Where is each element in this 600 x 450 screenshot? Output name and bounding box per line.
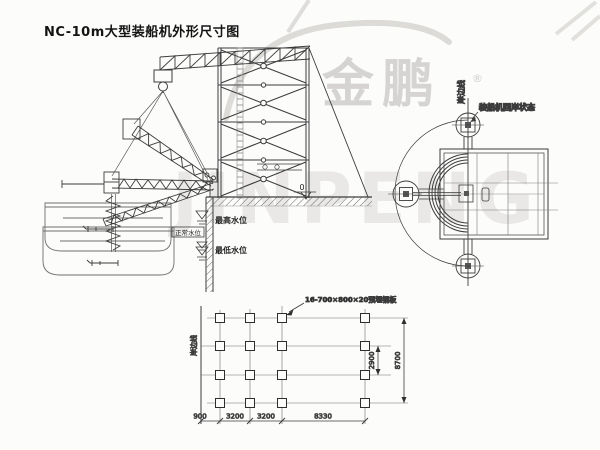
coupling-cylinder (481, 187, 490, 202)
boom-horizontal (61, 171, 214, 194)
registered-mark: ® (472, 72, 483, 85)
anchor-plate (360, 370, 370, 380)
boom-lowered (102, 182, 215, 227)
rail-ring-arcs (428, 153, 469, 233)
anchor-plate (360, 341, 370, 351)
watermark-chinese: 金鹏 (322, 55, 443, 115)
dim-3200b: 3200 (257, 413, 275, 421)
zero-level-marker: 0 (294, 183, 316, 200)
anchor-plate (245, 398, 255, 408)
watermark-stroke-left (286, 0, 311, 34)
side-view: 最高水位 正常水位 最低水位 0 (42, 45, 372, 292)
anchor-plate (277, 313, 287, 323)
jib-truss (159, 45, 311, 71)
slewing-arc (394, 119, 469, 267)
label-min-water: 最低水位 (215, 245, 247, 255)
plate-note: 16-700×800×20预埋钢板 (286, 295, 398, 316)
anchor-plate (245, 370, 255, 380)
bottom-bogie (452, 239, 484, 279)
anchor-plate (215, 398, 225, 408)
tower-railing (257, 163, 302, 171)
label-shoreline-foundation: 岸边线 (189, 335, 198, 356)
water-level-max: 最高水位 (195, 210, 247, 225)
anchor-plate (245, 341, 255, 351)
anchor-plate (277, 398, 287, 408)
backstay-line (308, 47, 369, 198)
top-bogie (452, 112, 484, 149)
label-shoreline-plan: 岸边线 (456, 80, 466, 104)
dim-900: 900 (193, 413, 206, 421)
leader-arrow (470, 116, 476, 122)
dimension-bottom: 900 3200 3200 8330 (193, 412, 369, 425)
quay-wall (205, 196, 372, 292)
anchor-plates (215, 313, 370, 408)
tower-truss (217, 47, 310, 199)
drive-house (122, 118, 141, 140)
foundation-grid (201, 306, 408, 424)
gantry-frame (439, 148, 558, 240)
machinery-house (103, 171, 120, 194)
dimension-bay: 2900 (368, 346, 381, 375)
water-level-normal: 正常水位 (171, 226, 208, 251)
ship-hulls (42, 202, 175, 276)
anchor-plate (360, 398, 370, 408)
plan-view: 岸边线 装船机回岸状态 (388, 80, 558, 286)
hoist-cables (111, 90, 214, 185)
leader-arrow (286, 309, 294, 316)
ground-hatch (206, 197, 372, 206)
water-level-min: 最低水位 (195, 245, 247, 261)
inner-mast (236, 47, 244, 199)
chute-spout-lower (86, 259, 119, 266)
label-return-state: 装船机回岸状态 (478, 102, 535, 112)
dim-2900: 2900 (368, 352, 376, 370)
plan-boom (413, 184, 490, 203)
dim-8330: 8330 (314, 413, 332, 421)
dim-8700: 8700 (394, 352, 402, 370)
telescopic-chute (82, 194, 122, 266)
dim-3200a: 3200 (226, 413, 244, 421)
seaside-bogie (388, 180, 422, 208)
watermark-stroke-right (554, 0, 600, 42)
anchor-plate (215, 341, 225, 351)
label-plate-note: 16-700×800×20预埋钢板 (305, 295, 397, 304)
drawing-title: NC-10m大型装船机外形尺寸图 (44, 25, 240, 40)
anchor-plate (277, 370, 287, 380)
dimension-total: 8700 (394, 318, 407, 403)
trolley-sheave (153, 69, 173, 93)
anchor-plate (215, 313, 225, 323)
anchor-plate (245, 313, 255, 323)
plan-caption: 装船机回岸状态 (470, 102, 536, 122)
label-normal-water: 正常水位 (175, 228, 202, 237)
boom-raised (122, 118, 215, 187)
anchor-plate (277, 341, 287, 351)
anchor-plate (215, 370, 225, 380)
label-zero: 0 (299, 183, 304, 192)
chute-spout-upper (82, 225, 114, 232)
label-max-water: 最高水位 (215, 215, 247, 225)
anchor-plate (360, 313, 370, 323)
foundation-plan: 岸边线 (189, 295, 408, 425)
